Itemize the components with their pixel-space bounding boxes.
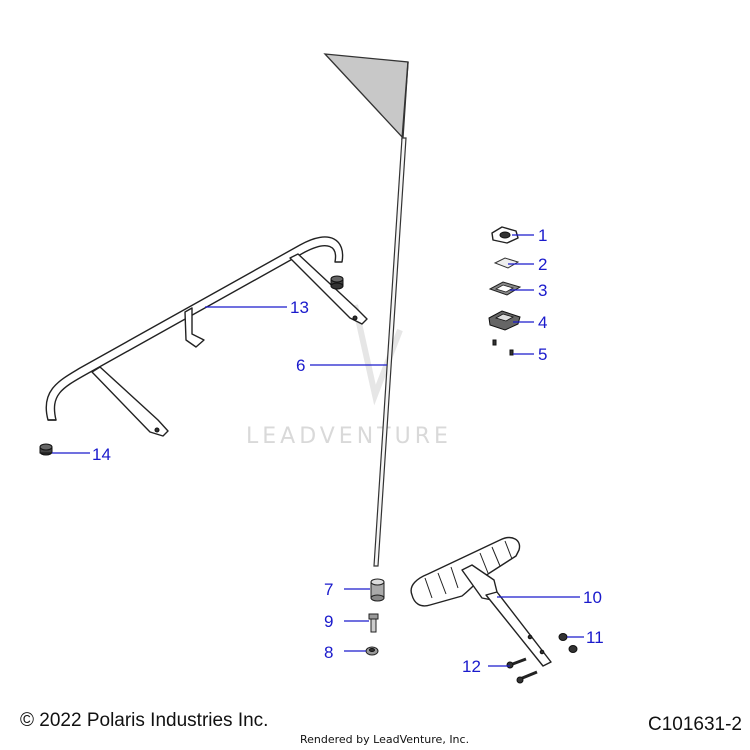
flag-pole: [373, 137, 407, 567]
diagram-code: C101631-2: [647, 714, 742, 735]
part-8-nut: [365, 646, 379, 656]
part-7-adapter: [370, 578, 385, 602]
callout-4: 4: [538, 313, 547, 332]
callout-9: 9: [324, 612, 333, 631]
part-4-bracket: [488, 310, 521, 331]
bumper-14: [39, 443, 53, 456]
part-12-bolts: [506, 657, 538, 684]
callout-13: 13: [290, 298, 309, 317]
part-3-gasket: [488, 281, 522, 296]
leader-lines: [52, 234, 584, 667]
grab-bar: [45, 236, 368, 437]
callout-11: 11: [586, 628, 604, 647]
callout-14: 14: [92, 445, 111, 464]
copyright-text: © 2022 Polaris Industries Inc.: [20, 710, 269, 731]
callout-6: 6: [296, 356, 305, 375]
callout-labels: 1 2 3 4 5 6 7 8 9 10 11 12 13 14: [92, 226, 604, 676]
bumper-upper: [330, 275, 344, 290]
flag-pennant: [323, 53, 409, 140]
callout-1: 1: [538, 226, 547, 245]
callout-5: 5: [538, 345, 547, 364]
watermark-text: LEADVENTURE: [246, 424, 452, 449]
part-1-base: [491, 226, 519, 244]
rendered-by-text: Rendered by LeadVenture, Inc.: [300, 733, 470, 746]
callout-7: 7: [324, 580, 333, 599]
callout-8: 8: [324, 643, 333, 662]
callout-12: 12: [462, 657, 481, 676]
part-10-t-handle: [410, 536, 552, 667]
callout-3: 3: [538, 281, 547, 300]
watermark: LEADVENTURE: [246, 304, 452, 449]
part-9-bolt: [368, 613, 379, 633]
part-11-nuts: [558, 633, 578, 653]
callout-10: 10: [583, 588, 602, 607]
part-2-pad: [493, 257, 520, 269]
part-5-screws: [492, 339, 514, 356]
flag-assembly: [323, 53, 409, 567]
callout-2: 2: [538, 255, 547, 274]
